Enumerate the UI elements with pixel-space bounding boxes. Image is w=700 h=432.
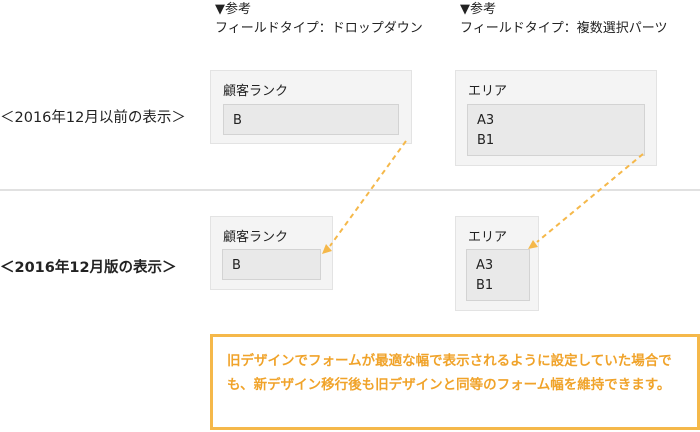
field-label: エリア — [468, 84, 508, 99]
dropdown-field[interactable]: B — [223, 104, 399, 135]
dropdown-field[interactable]: B — [222, 249, 321, 280]
multiselect-dashed-arrow — [536, 153, 644, 243]
multiselect-option: B1 — [476, 278, 494, 293]
reference-dropdown: ▼参考 フィールドタイプ：ドロップダウン — [215, 0, 423, 38]
before-dropdown-card: 顧客ランク B — [210, 70, 412, 144]
dropdown-dashed-arrow — [329, 140, 407, 247]
after-dropdown-card: 顧客ランク B — [210, 216, 333, 290]
multiselect-option: A3 — [476, 258, 494, 273]
note-text: 旧デザインでフォームが最適な幅で表示されるように設定していた場合でも、新デザイン… — [227, 353, 672, 393]
reference-heading: ▼参考 — [460, 2, 496, 17]
dropdown-value: B — [233, 113, 242, 128]
multiselect-option: A3 — [477, 113, 495, 128]
multiselect-option: B1 — [477, 133, 495, 148]
dropdown-value: B — [232, 258, 241, 273]
field-label: 顧客ランク — [223, 84, 289, 99]
reference-detail: フィールドタイプ：ドロップダウン — [215, 21, 423, 36]
reference-detail: フィールドタイプ：複数選択パーツ — [460, 21, 668, 36]
before-multiselect-card: エリア A3 B1 — [455, 70, 657, 166]
after-multiselect-card: エリア A3 B1 — [455, 216, 539, 311]
dropdown-arrowhead — [322, 244, 332, 254]
field-label: 顧客ランク — [223, 230, 289, 245]
multiselect-arrowhead — [528, 240, 538, 249]
row-label-before: ＜2016年12月以前の表示＞ — [0, 110, 186, 126]
row-label-after: ＜2016年12月版の表示＞ — [0, 260, 177, 276]
field-label: エリア — [468, 230, 508, 245]
reference-heading: ▼参考 — [215, 2, 251, 17]
section-divider — [0, 189, 700, 191]
multiselect-field[interactable]: A3 B1 — [467, 104, 645, 156]
note-box: 旧デザインでフォームが最適な幅で表示されるように設定していた場合でも、新デザイン… — [210, 334, 700, 430]
reference-multiselect: ▼参考 フィールドタイプ：複数選択パーツ — [460, 0, 667, 38]
multiselect-field[interactable]: A3 B1 — [466, 249, 530, 301]
